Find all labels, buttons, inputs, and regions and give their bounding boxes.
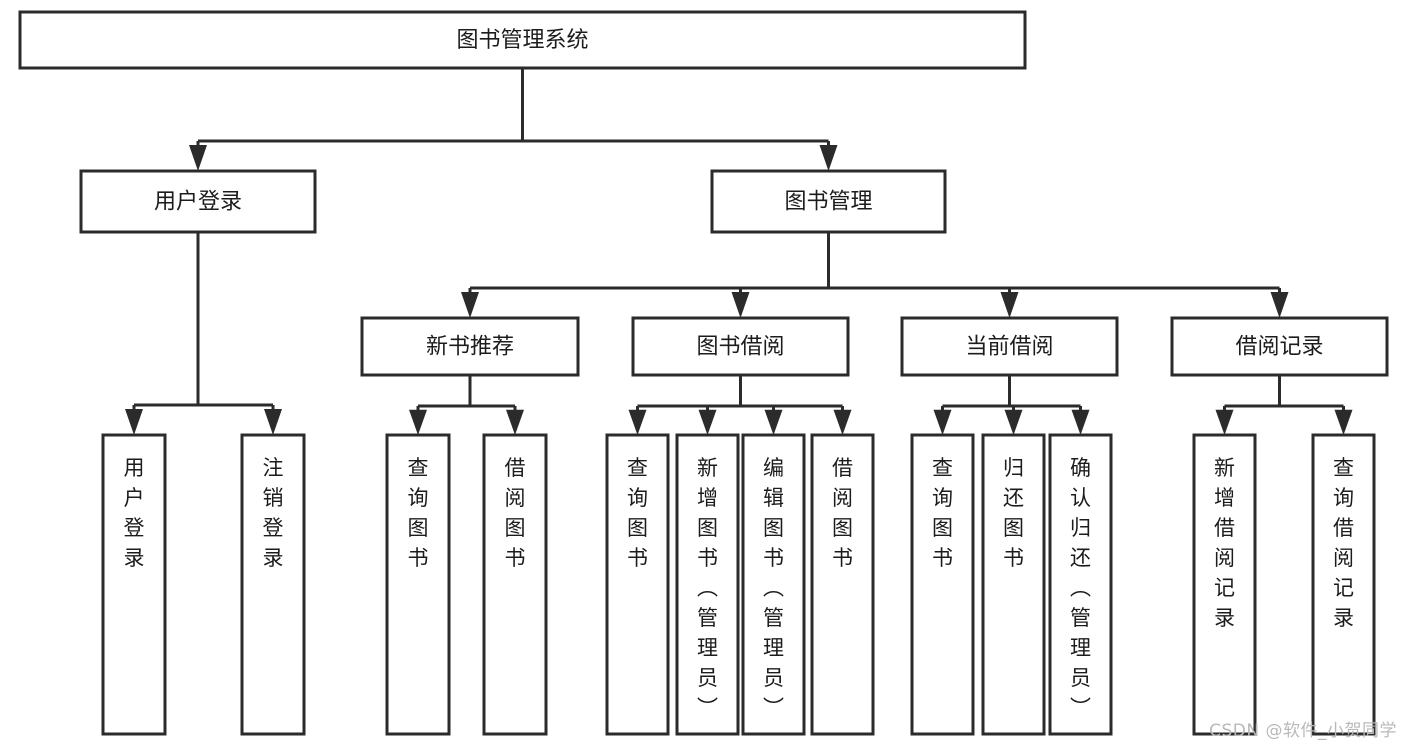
node-box <box>1170 316 1389 377</box>
connector-group-l2-borrow <box>628 375 852 435</box>
node-box <box>18 10 1027 70</box>
node-label: 编辑图书︵管理员︶ <box>763 456 784 720</box>
node-label: 用户登录 <box>154 190 242 215</box>
node-l2-record[interactable]: 借阅记录 <box>1170 316 1389 377</box>
arrow-head-icon <box>1215 409 1234 435</box>
arrow-head-icon <box>189 145 207 171</box>
node-box <box>1311 433 1376 736</box>
arrow-head-icon <box>1000 292 1019 318</box>
arrow-head-icon <box>764 409 783 435</box>
node-box <box>1192 433 1257 736</box>
node-leaf-bb-borrow[interactable]: 借阅图书 <box>810 433 875 736</box>
node-box <box>910 433 975 736</box>
node-label: 用户登录 <box>124 456 145 570</box>
arrow-head-icon <box>1270 292 1289 318</box>
node-label: 查询图书 <box>932 456 953 570</box>
node-l2-borrow[interactable]: 图书借阅 <box>631 316 850 377</box>
node-label: 新增借阅记录 <box>1214 456 1235 630</box>
arrow-head-icon <box>125 409 143 435</box>
arrow-head-icon <box>1071 409 1090 435</box>
node-root[interactable]: 图书管理系统 <box>18 10 1027 70</box>
node-label: 归还图书 <box>1003 456 1024 570</box>
arrow-head-icon <box>1004 409 1023 435</box>
node-l1-user-login[interactable]: 用户登录 <box>79 169 317 234</box>
node-box <box>240 433 306 736</box>
node-label: 确认归还︵管理员︶ <box>1070 456 1091 720</box>
arrow-head-icon <box>628 409 647 435</box>
node-box <box>900 316 1119 377</box>
node-box <box>710 169 947 234</box>
arrow-head-icon <box>506 409 524 435</box>
node-label: 图书管理系统 <box>456 28 588 53</box>
node-label: 新增图书︵管理员︶ <box>697 456 718 720</box>
node-label: 借阅记录 <box>1235 335 1323 360</box>
arrow-head-icon <box>264 409 282 435</box>
arrow-head-icon <box>461 292 479 318</box>
node-box <box>385 433 451 736</box>
connector-group-l1-user-login <box>125 232 282 435</box>
node-label: 借阅图书 <box>832 456 853 570</box>
arrow-head-icon <box>833 409 852 435</box>
connector-group-l2-new-book <box>409 375 524 435</box>
node-box <box>360 316 580 377</box>
node-box <box>482 433 548 736</box>
node-label: 借阅图书 <box>505 456 526 570</box>
node-box <box>741 433 806 736</box>
node-leaf-cur-query[interactable]: 查询图书 <box>910 433 975 736</box>
node-box <box>810 433 875 736</box>
node-leaf-bb-add[interactable]: 新增图书︵管理员︶ <box>675 433 740 736</box>
connector-group-l2-current <box>933 375 1090 435</box>
node-leaf-cur-confirm[interactable]: 确认归还︵管理员︶ <box>1048 433 1113 736</box>
connector-group-root <box>189 68 838 171</box>
node-leaf-user-logout[interactable]: 注销登录 <box>240 433 306 736</box>
node-leaf-nb-query[interactable]: 查询图书 <box>385 433 451 736</box>
node-label: 当前借阅 <box>965 335 1053 360</box>
node-label: 注销登录 <box>263 456 284 570</box>
node-box <box>1048 433 1113 736</box>
node-box <box>79 169 317 234</box>
arrow-head-icon <box>933 409 952 435</box>
node-label: 查询借阅记录 <box>1333 456 1354 630</box>
node-label: 查询图书 <box>408 456 429 570</box>
node-l2-new-book[interactable]: 新书推荐 <box>360 316 580 377</box>
arrow-head-icon <box>1334 409 1353 435</box>
node-leaf-bb-query[interactable]: 查询图书 <box>605 433 670 736</box>
node-box <box>675 433 740 736</box>
connector-layer <box>125 68 1353 435</box>
node-l2-current[interactable]: 当前借阅 <box>900 316 1119 377</box>
arrow-head-icon <box>698 409 717 435</box>
node-leaf-rec-add[interactable]: 新增借阅记录 <box>1192 433 1257 736</box>
arrow-head-icon <box>409 409 427 435</box>
node-label: 查询图书 <box>627 456 648 570</box>
node-l1-book-mgmt[interactable]: 图书管理 <box>710 169 947 234</box>
node-box <box>631 316 850 377</box>
node-label: 图书管理 <box>784 190 872 215</box>
node-leaf-cur-return[interactable]: 归还图书 <box>981 433 1046 736</box>
node-label: 新书推荐 <box>426 335 514 360</box>
connector-group-l2-record <box>1215 375 1353 435</box>
node-leaf-user-login[interactable]: 用户登录 <box>101 433 167 736</box>
arrow-head-icon <box>819 145 838 171</box>
connector-group-l1-book-mgmt <box>461 232 1289 318</box>
node-leaf-nb-borrow[interactable]: 借阅图书 <box>482 433 548 736</box>
node-label: 图书借阅 <box>696 335 784 360</box>
node-layer: 图书管理系统用户登录图书管理新书推荐图书借阅当前借阅借阅记录用户登录注销登录查询… <box>18 10 1389 736</box>
node-box <box>605 433 670 736</box>
node-box <box>981 433 1046 736</box>
node-leaf-bb-edit[interactable]: 编辑图书︵管理员︶ <box>741 433 806 736</box>
node-leaf-rec-query[interactable]: 查询借阅记录 <box>1311 433 1376 736</box>
node-box <box>101 433 167 736</box>
arrow-head-icon <box>731 292 750 318</box>
